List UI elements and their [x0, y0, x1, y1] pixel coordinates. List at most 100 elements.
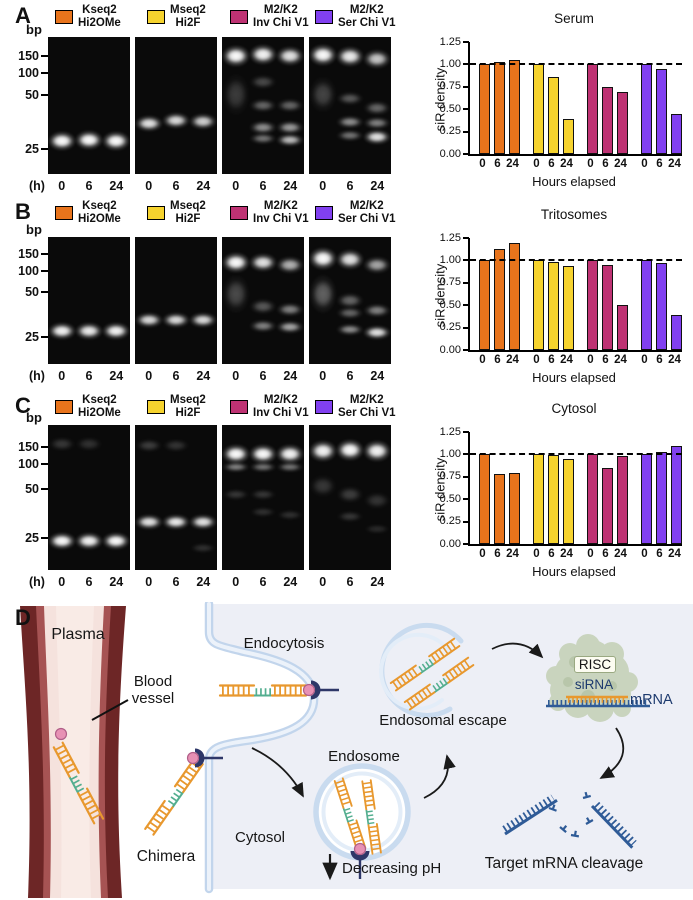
data-bar	[533, 64, 544, 154]
legend-label-line2: Hi2OMe	[78, 16, 121, 29]
gel-band	[277, 303, 304, 316]
bp-axis-title: bp	[26, 222, 42, 237]
gel-band	[364, 325, 391, 339]
gel-band	[250, 45, 276, 65]
x-tick-label: 6	[494, 354, 501, 366]
bp-mark-label: 50	[25, 481, 39, 496]
x-tick-label: 24	[614, 354, 627, 366]
gel-image	[135, 425, 217, 570]
sirna-mrna-duplex	[546, 695, 650, 708]
gel-band	[277, 461, 304, 473]
gel-image	[48, 425, 130, 570]
y-tick-label: 0.25	[439, 125, 461, 138]
timepoint-label: 6	[172, 179, 180, 193]
gel-band	[277, 444, 304, 464]
legend-label-line2: Inv Chi V1	[253, 212, 309, 225]
data-bar	[656, 451, 667, 544]
legend-label-line2: Ser Chi V1	[338, 16, 396, 29]
bp-mark-label: 50	[25, 87, 39, 102]
data-bar	[602, 467, 613, 544]
y-tick-label: 0.50	[439, 298, 461, 311]
timepoint-label: 24	[370, 179, 385, 193]
data-bar	[563, 119, 574, 154]
gel-image-row	[48, 37, 391, 174]
endosome-label: Endosome	[328, 748, 400, 765]
y-tick-label: 1.00	[439, 253, 461, 266]
data-bar	[671, 113, 682, 154]
cytosol-label: Cytosol	[234, 829, 286, 846]
legend-color-swatch	[315, 205, 333, 220]
chart-plot-area	[468, 238, 682, 352]
endosome-vesicle	[313, 763, 411, 881]
legend-label-line1: M2/K2	[263, 4, 298, 16]
x-tick-label: 6	[494, 548, 501, 560]
bp-axis-title: bp	[26, 410, 42, 425]
gel-image	[48, 37, 130, 174]
gel-band	[222, 488, 249, 501]
timepoint-label: 0	[319, 575, 327, 589]
y-tick-mark	[463, 453, 469, 456]
data-bar	[509, 243, 520, 350]
data-bar	[548, 76, 559, 154]
gel-band	[309, 248, 336, 269]
blood-vessel-pointer-line	[91, 699, 129, 721]
data-bar	[641, 64, 652, 154]
legend-label-line1: Kseq2	[82, 394, 117, 406]
gel-band	[250, 320, 276, 332]
chart-plot-area	[468, 432, 682, 546]
gel-band	[190, 514, 217, 530]
gel-band	[222, 45, 249, 67]
legend-label-line1: M2/K2	[263, 394, 298, 406]
y-tick-label: 0.50	[439, 492, 461, 505]
gel-band	[250, 98, 276, 113]
gel-band	[250, 132, 276, 144]
x-tick-label: 24	[668, 548, 681, 560]
legend-color-swatch	[230, 205, 248, 220]
legend-color-swatch	[315, 9, 333, 24]
data-bar	[533, 260, 544, 350]
gel-band	[337, 292, 363, 309]
gel-band	[337, 91, 363, 106]
time-unit-label: (h)	[29, 575, 45, 589]
legend-color-swatch	[315, 399, 333, 414]
timepoint-label: 0	[58, 369, 66, 383]
bp-mark-label: 100	[18, 264, 39, 279]
y-tick-mark	[463, 431, 469, 433]
gel-band	[76, 322, 102, 340]
bp-axis-title: bp	[26, 22, 42, 37]
timepoint-label: 24	[196, 369, 211, 383]
panel-letter: B	[15, 199, 31, 224]
timepoint-label: 0	[319, 179, 327, 193]
gel-band	[364, 130, 391, 144]
bp-mark-label: 50	[25, 284, 39, 299]
x-tick-label: 6	[548, 548, 555, 560]
legend-label-line1: M2/K2	[349, 4, 384, 16]
data-bar	[494, 248, 505, 350]
x-tick-label: 0	[533, 354, 540, 366]
gel-band	[250, 488, 276, 501]
bp-tick-mark	[41, 290, 48, 293]
gel-image	[48, 237, 130, 364]
y-tick-label: 0.75	[439, 470, 461, 483]
timepoint-label: 24	[109, 179, 124, 193]
gel-band	[48, 436, 75, 452]
gel-band	[364, 101, 391, 116]
gel-band	[250, 75, 276, 90]
y-tick-label: 0.00	[439, 147, 461, 160]
gel-band	[337, 485, 363, 504]
gel-band	[250, 444, 276, 464]
x-tick-label: 6	[656, 158, 663, 170]
y-tick-label: 0.75	[439, 80, 461, 93]
data-bar	[587, 64, 598, 154]
mechanism-illustration	[20, 602, 693, 898]
